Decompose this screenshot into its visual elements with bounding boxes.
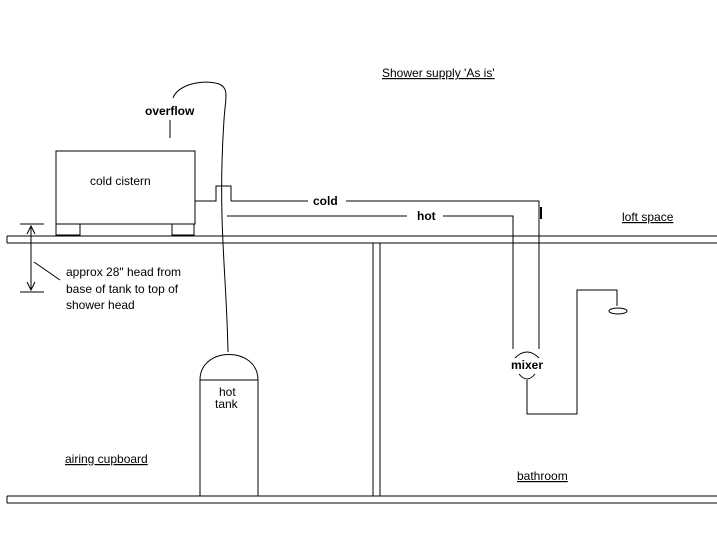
- ground-floor: [6, 495, 717, 504]
- cistern-support-right: [171, 223, 195, 236]
- head-note-pointer: [33, 261, 61, 281]
- airing-cupboard-label: airing cupboard: [65, 452, 148, 466]
- head-measure-arrow-bottom: [26, 281, 36, 292]
- shower-head: [608, 307, 628, 315]
- mixer-valve-bottom: [518, 373, 536, 380]
- cistern-support-left: [55, 223, 81, 236]
- diagram-title: Shower supply 'As is': [382, 66, 495, 80]
- vent-pipe: [172, 81, 229, 353]
- hot-tank-label-line-2: tank: [215, 397, 239, 411]
- cold-cistern: [55, 150, 196, 225]
- shower-hose: [526, 289, 618, 415]
- mixer-label: mixer: [511, 358, 543, 372]
- head-note-line-1: approx 28" head from: [66, 265, 181, 279]
- cistern-outlet-pipe: [195, 185, 232, 202]
- hot-tank-label-line-1: hot: [219, 385, 236, 399]
- loft-floor: [6, 235, 717, 244]
- bathroom-label: bathroom: [517, 469, 568, 483]
- cold-cistern-label: cold cistern: [90, 174, 151, 188]
- mixer-valve-top: [514, 351, 540, 359]
- head-note-line-3: shower head: [66, 298, 135, 312]
- partition-wall: [372, 243, 381, 497]
- cold-pipe: [231, 200, 540, 349]
- head-measure-arrow-top: [26, 224, 36, 235]
- hot-pipe: [227, 215, 514, 349]
- loft-space-label: loft space: [622, 210, 674, 224]
- hot-pipe-label: hot: [417, 209, 436, 223]
- hot-tank: [199, 354, 259, 497]
- cold-pipe-label: cold: [313, 194, 338, 208]
- overflow-label: overflow: [145, 104, 195, 118]
- head-note-line-2: base of tank to top of: [66, 282, 179, 296]
